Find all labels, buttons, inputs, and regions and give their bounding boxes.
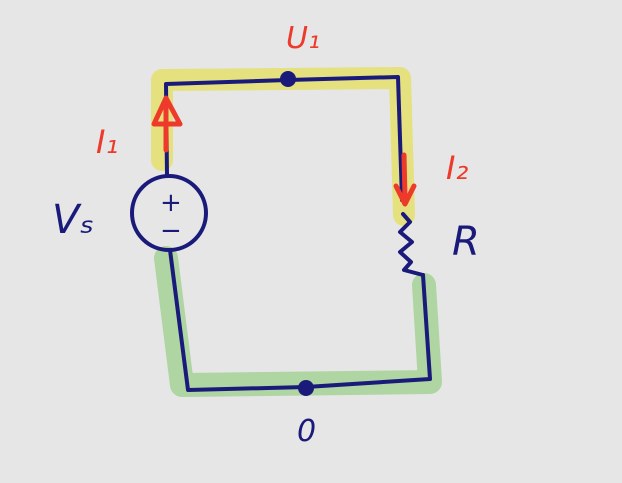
source-current-label: I₁ [96,123,119,161]
source-label: Vₛ [52,197,95,243]
top-node-highlight [151,67,415,226]
bottom-node-label: 0 [297,414,317,449]
bottom-node-highlight [154,246,442,397]
bottom-node-dot [298,380,314,396]
top-node-dot [280,71,296,87]
voltage-source-symbol [130,174,208,252]
current-arrow-source [151,95,183,153]
resistor-label: R [452,219,480,265]
top-node-label: U₁ [286,21,320,56]
resistor-symbol [398,212,425,277]
source-minus-sign: − [160,216,182,246]
current-arrow-resistor [393,152,417,207]
source-plus-sign: + [160,188,182,218]
resistor-current-label: I₂ [446,149,469,187]
bottom-wire [168,248,432,392]
top-wire [164,75,404,202]
